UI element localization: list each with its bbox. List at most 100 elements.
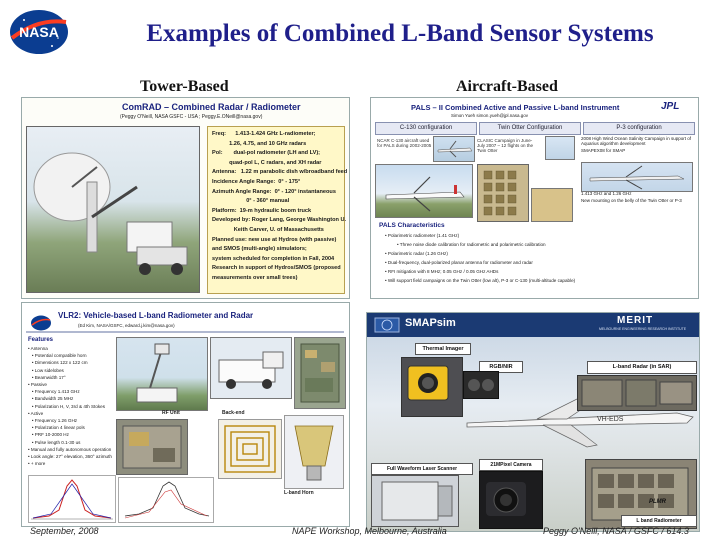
pals-title: PALS – II Combined Active and Passive L-… xyxy=(411,103,620,112)
horn-antenna-image xyxy=(218,419,282,479)
vlr2-features: Features • Antenna • Potential compatibl… xyxy=(28,337,114,467)
thermal-imager-photo xyxy=(401,357,463,417)
tab-c130: C-130 configuration xyxy=(375,122,477,135)
vlr2-feature-9: • Active xyxy=(28,410,44,416)
planar-antenna-photo xyxy=(477,164,529,222)
lband-radiometer-label: L band Radiometer xyxy=(636,518,682,524)
smapsim-title: SMAPsim xyxy=(405,317,456,329)
combrad-spec-line-3: quad-pol L, C radars, and XH radar xyxy=(212,159,322,166)
p3-aircraft-photo xyxy=(581,162,693,192)
pals-characteristics: PALS Characteristics • Polarimetric radi… xyxy=(379,222,693,285)
pals-note-mounting: New mounting on the belly of the Twin Ot… xyxy=(581,198,682,204)
radar-electronics-photo xyxy=(577,375,697,411)
pals-tabs: C-130 configuration Twin Otter Configura… xyxy=(375,122,695,135)
combrad-spec-line-8: Platform: 19-m hydraulic boom truck xyxy=(212,207,312,214)
vlr2-feature-10: • Frequency 1.26 GHz xyxy=(28,418,78,424)
aircraft-based-heading: Aircraft-Based xyxy=(456,78,558,95)
aircraft-twin-otter-photo xyxy=(545,136,575,160)
vlr2-feature-11: • Polarization 4 linear pols xyxy=(28,425,85,431)
vlr2-feature-16: • + more xyxy=(28,461,46,467)
vlr2-panel: VLR2: Vehicle-based L-band Radiometer an… xyxy=(21,302,350,527)
plmr-label: PLMR xyxy=(649,499,666,505)
vlr2-rf-photo xyxy=(116,419,188,475)
pals-characteristic-3: • Dual-frequency, dual-polarized planar … xyxy=(385,260,533,265)
pals-characteristics-list: • Polarimetric radiometer (1.41 GHz) • Th… xyxy=(379,231,693,285)
pals-characteristic-0: • Polarimetric radiometer (1.41 GHz) xyxy=(385,233,460,238)
thermal-imager-label-box: Thermal Imager xyxy=(415,343,471,355)
vlr2-plot-2 xyxy=(118,477,214,523)
pals-contact: Simon Yueh simon.yueh@jpl.nasa.gov xyxy=(451,113,529,118)
combrad-spec-line-10: Keith Carver, U. of Massachusetts xyxy=(212,226,324,233)
aircraft-p3-photo xyxy=(375,164,473,218)
pals-characteristics-title: PALS Characteristics xyxy=(379,222,445,229)
vlr2-electronics-photo xyxy=(294,337,346,409)
pals-note-c130: NCAR C-130 aircraft used for PALS during… xyxy=(377,138,432,149)
combrad-panel: ComRAD – Combined Radar / Radiometer (Pe… xyxy=(21,97,350,299)
vlr2-van-photo xyxy=(210,337,292,399)
vlr2-truck-photo xyxy=(116,337,208,411)
combrad-spec-line-7: 0° - 360° manual xyxy=(212,198,290,205)
back-end-label: Back-end xyxy=(222,410,245,416)
pals-characteristic-1: • Three noise diode calibration for radi… xyxy=(397,242,546,247)
thermal-imager-label: Thermal Imager xyxy=(422,346,464,352)
combrad-subtitle: (Peggy O'Neill, NASA GSFC - USA ; Peggy.… xyxy=(120,114,263,120)
jpl-logo: JPL xyxy=(661,101,680,112)
footer-date: September, 2008 xyxy=(30,526,99,536)
combrad-spec-line-6: Azimuth Angle Range: 0° - 120° instantan… xyxy=(212,188,336,195)
vlr2-feature-4: • Beamwidth 17° xyxy=(28,374,66,380)
pals-note-clasic: CLASIC Campaign in June-July 2007 – 12 f… xyxy=(477,138,534,154)
footer-author: Peggy O'Neill, NASA / GSFC / 614.3 xyxy=(543,526,689,536)
pals-note-smapex: SMAPEX08 for SMAP xyxy=(581,148,626,154)
merit-subtitle: MELBOURNE ENGINEERING RESEARCH INSTITUTE xyxy=(599,327,687,331)
combrad-spec-line-11: Planned use: new use at Hydros (with pas… xyxy=(212,236,337,243)
vlr2-pattern-plot xyxy=(28,475,116,523)
vlr2-subtitle: (Ed Kim, NASA/GSFC, edward.j.kim@nasa.go… xyxy=(78,323,175,328)
combrad-spec-line-14: Research in support of Hydros/SMOS (prop… xyxy=(212,265,341,272)
rgb-nir-photo xyxy=(463,371,499,399)
svg-text:VH-EDS: VH-EDS xyxy=(597,416,624,423)
vlr2-small-diagram xyxy=(284,415,344,489)
combrad-spec-line-2: Pol: dual-pol radiometer (LH and LV); xyxy=(212,150,321,157)
combrad-spec-line-4: Antenna: 1.22 m parabolic dish w/broadba… xyxy=(212,169,348,176)
svg-text:NASA: NASA xyxy=(19,24,59,40)
lband-radar-label: L-band Radar (in SAR) xyxy=(612,364,672,370)
nasa-small-logo xyxy=(30,315,52,331)
vlr2-feature-14: • Manual and fully autonomous operation xyxy=(28,446,112,452)
vlr2-header-line xyxy=(26,331,344,333)
pals-characteristic-4: • RFI mitigation with 8 MHz; 0.05 GHz / … xyxy=(385,269,499,274)
pals-right-notes: 2008 High Wind Ocean Salinity Campaign i… xyxy=(581,136,693,203)
vlr2-feature-3: • Low sidelobes xyxy=(28,367,64,373)
pals-characteristic-2: • Polarimetric radar (1.26 GHz) xyxy=(385,251,448,256)
pixel-camera-photo xyxy=(479,471,543,529)
footer-workshop: NAPE Workshop, Melbourne, Australia xyxy=(292,526,447,536)
combrad-spec-line-12: and SMOS (multi-angle) simulators; xyxy=(212,246,307,253)
pixel-camera-label-box: 21MPixel Camera xyxy=(479,459,543,471)
laser-scanner-label-box: Full Waveform Laser Scanner xyxy=(371,463,473,475)
vlr2-feature-0: • Antenna xyxy=(28,346,48,351)
vlr2-feature-13: • Pulse length 0.1-30 us xyxy=(28,439,81,445)
smapsim-panel: SMAPsim MERIT MELBOURNE ENGINEERING RESE… xyxy=(366,312,700,532)
smapsim-globe-icon xyxy=(373,316,401,334)
smapsim-header: SMAPsim MERIT MELBOURNE ENGINEERING RESE… xyxy=(367,313,699,337)
vlr2-feature-2: • Dimensions 122 x 122 cm xyxy=(28,360,88,366)
combrad-spec-list: Freq: 1.413-1.424 GHz L-radiometer; 1.26… xyxy=(208,127,348,287)
combrad-spec-line-9: Developed by: Roger Lang, George Washing… xyxy=(212,217,347,224)
rgb-nir-label-box: RGB/NIR xyxy=(479,361,523,373)
tower-based-heading: Tower-Based xyxy=(140,78,229,95)
pals-note-2008: 2008 High Wind Ocean Salinity Campaign i… xyxy=(581,136,692,147)
slide-title: Examples of Combined L-Band Sensor Syste… xyxy=(146,20,654,47)
vlr2-feature-15: • Look angle: 27° elevation, 360° azimut… xyxy=(28,454,112,460)
combrad-spec-line-13: system scheduled for completion in Fall,… xyxy=(212,255,335,262)
nasa-logo: NASA xyxy=(8,8,70,56)
merit-logo: MERIT xyxy=(617,315,654,326)
horn-label: L-band Horn xyxy=(284,490,314,496)
vlr2-feature-5: • Passive xyxy=(28,382,47,388)
pixel-camera-label: 21MPixel Camera xyxy=(490,462,532,468)
combrad-spec-line-1: 1.26, 4.75, and 10 GHz radars xyxy=(212,140,307,147)
lband-radar-label-box: L-band Radar (in SAR) xyxy=(587,361,697,374)
rgb-nir-label: RGB/NIR xyxy=(489,364,513,370)
tab-p3: P-3 configuration xyxy=(583,122,695,135)
laser-scanner-label: Full Waveform Laser Scanner xyxy=(386,466,458,472)
combrad-spec-box: Freq: 1.413-1.424 GHz L-radiometer; 1.26… xyxy=(207,126,348,294)
tab-twin-otter: Twin Otter Configuration xyxy=(479,122,581,135)
